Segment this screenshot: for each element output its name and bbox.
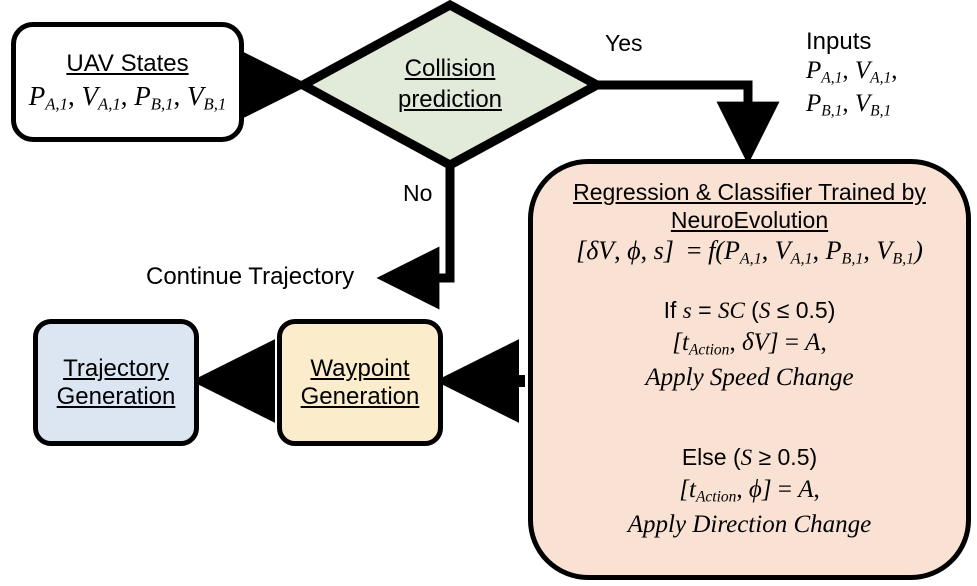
branch-else-assignment: [tAction, ϕ] = A, [679,476,820,506]
branch-else-condition: Else (S ≥ 0.5) [681,444,818,471]
uav-states-title: UAV States [66,50,189,78]
edge-label-no: No [403,180,433,206]
node-trajectory-generation[interactable]: Trajectory Generation [33,319,199,446]
branch-else-action: Apply Direction Change [627,511,872,539]
regression-branch-else: Else (S ≥ 0.5) [tAction, ϕ] = A, Apply D… [628,442,871,541]
collision-line-2: prediction [397,86,503,113]
annotation-inputs: Inputs PA,1, VA,1, PB,1, VB,1 [806,27,971,121]
inputs-line-2: PA,1, VA,1, [806,57,898,87]
regression-title-line-1: Regression & Classifier Trained by [573,179,926,205]
trajectory-line-1: Trajectory [63,355,169,383]
regression-equation: [δV, ϕ, s] = f(PA,1, VA,1, PB,1, VB,1) [576,236,923,268]
trajectory-line-2: Generation [56,382,176,410]
edge-label-yes: Yes [605,30,643,56]
branch-if-action: Apply Speed Change [645,364,854,392]
uav-states-formula: PA,1, VA,1, PB,1, VB,1 [28,80,227,114]
inputs-line-3: PB,1, VB,1 [806,89,892,119]
node-uav-states[interactable]: UAV States PA,1, VA,1, PB,1, VB,1 [11,22,244,142]
branch-if-assignment: [tAction, δV] = A, [672,329,827,359]
branch-if-condition: If s = SC (S ≤ 0.5) [663,296,836,323]
waypoint-line-1: Waypoint [310,355,410,383]
node-regression-classifier[interactable]: Regression & Classifier Trained by Neuro… [528,159,971,580]
regression-title-line-2: NeuroEvolution [670,207,829,234]
collision-line-1: Collision [404,55,496,83]
collision-prediction-text: Collision prediction [299,2,601,168]
inputs-heading: Inputs [806,28,872,55]
node-waypoint-generation[interactable]: Waypoint Generation [277,319,443,446]
edge-yes-to-regression [597,80,780,165]
label-continue-trajectory: Continue Trajectory [146,263,355,290]
node-collision-prediction[interactable]: Collision prediction [299,2,601,168]
regression-branch-if: If s = SC (S ≤ 0.5) [tAction, δV] = A, A… [645,295,853,394]
waypoint-line-2: Generation [300,382,420,410]
